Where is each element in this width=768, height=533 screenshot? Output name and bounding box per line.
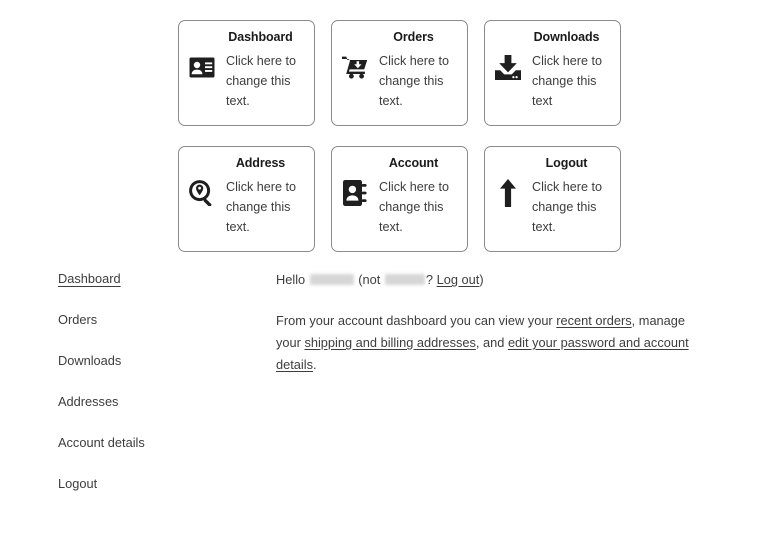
card-body: Click here to change this text. <box>187 177 304 237</box>
card-logout[interactable]: Logout Click here to change this text. <box>484 146 621 252</box>
download-icon <box>493 52 523 82</box>
card-dashboard[interactable]: Dashboard Click here to change this text… <box>178 20 315 126</box>
sidebar-item-addresses[interactable]: Addresses <box>58 394 119 409</box>
sidebar-item-downloads[interactable]: Downloads <box>58 353 122 368</box>
icon-card-grid: Dashboard Click here to change this text… <box>178 20 624 252</box>
dashboard-intro-paragraph: From your account dashboard you can view… <box>276 310 700 376</box>
card-title: Logout <box>545 156 588 170</box>
shipping-billing-addresses-link[interactable]: shipping and billing addresses <box>304 335 476 350</box>
card-title: Orders <box>393 30 434 44</box>
intro-text-part2: , manage your <box>276 313 686 350</box>
card-text: Click here to change this text. <box>379 54 449 108</box>
card-title: Downloads <box>533 30 600 44</box>
id-card-icon <box>187 52 217 82</box>
card-address[interactable]: Address Click here to change this text. <box>178 146 315 252</box>
card-text: Click here to change this text. <box>379 180 449 234</box>
card-text: Click here to change this text <box>532 54 602 108</box>
nav-row: Orders <box>58 311 238 352</box>
greeting-line: Hello (not ? Log out) <box>276 270 700 289</box>
arrow-up-icon <box>493 178 523 208</box>
card-body: Click here to change this text. <box>340 51 457 111</box>
sidebar-item-logout[interactable]: Logout <box>58 476 98 491</box>
nav-row: Addresses <box>58 393 238 434</box>
log-out-link[interactable]: Log out <box>436 272 480 287</box>
location-search-icon <box>187 178 217 208</box>
card-orders[interactable]: Orders Click here to change this text. <box>331 20 468 126</box>
intro-text-part3: , and <box>475 335 508 350</box>
card-text: Click here to change this text. <box>226 180 296 234</box>
shopping-cart-icon <box>340 52 370 82</box>
card-text: Click here to change this text. <box>226 54 296 108</box>
intro-text-part4: . <box>313 357 317 372</box>
card-body: Click here to change this text. <box>187 51 304 111</box>
username-redacted-secondary <box>384 274 425 285</box>
nav-row: Logout <box>58 475 238 516</box>
card-title: Dashboard <box>228 30 293 44</box>
intro-text-part1: From your account dashboard you can view… <box>276 313 557 328</box>
sidebar-item-dashboard[interactable]: Dashboard <box>58 271 121 286</box>
card-body: Click here to change this text. <box>340 177 457 237</box>
account-navigation: Dashboard Orders Downloads Addresses Acc… <box>58 270 238 516</box>
card-body: Click here to change this text. <box>493 177 610 237</box>
card-account[interactable]: Account Click here to change this text. <box>331 146 468 252</box>
greeting-question: ? <box>425 272 434 287</box>
greeting-close: ) <box>479 272 484 287</box>
edit-account-details-link[interactable]: edit your password and account details <box>276 335 689 372</box>
card-downloads[interactable]: Downloads Click here to change this text <box>484 20 621 126</box>
account-content: Hello (not ? Log out) From your account … <box>276 270 700 376</box>
card-body: Click here to change this text <box>493 51 610 111</box>
nav-row: Dashboard <box>58 270 238 311</box>
username-redacted <box>309 274 354 285</box>
address-book-icon <box>340 178 370 208</box>
sidebar-item-orders[interactable]: Orders <box>58 312 98 327</box>
nav-row: Account details <box>58 434 238 475</box>
card-title: Account <box>388 156 439 170</box>
sidebar-item-account-details[interactable]: Account details <box>58 435 145 450</box>
nav-row: Downloads <box>58 352 238 393</box>
card-title: Address <box>235 156 286 170</box>
recent-orders-link[interactable]: recent orders <box>556 313 632 328</box>
card-text: Click here to change this text. <box>532 180 602 234</box>
greeting-not-open: (not <box>358 272 381 287</box>
greeting-prefix: Hello <box>276 272 306 287</box>
